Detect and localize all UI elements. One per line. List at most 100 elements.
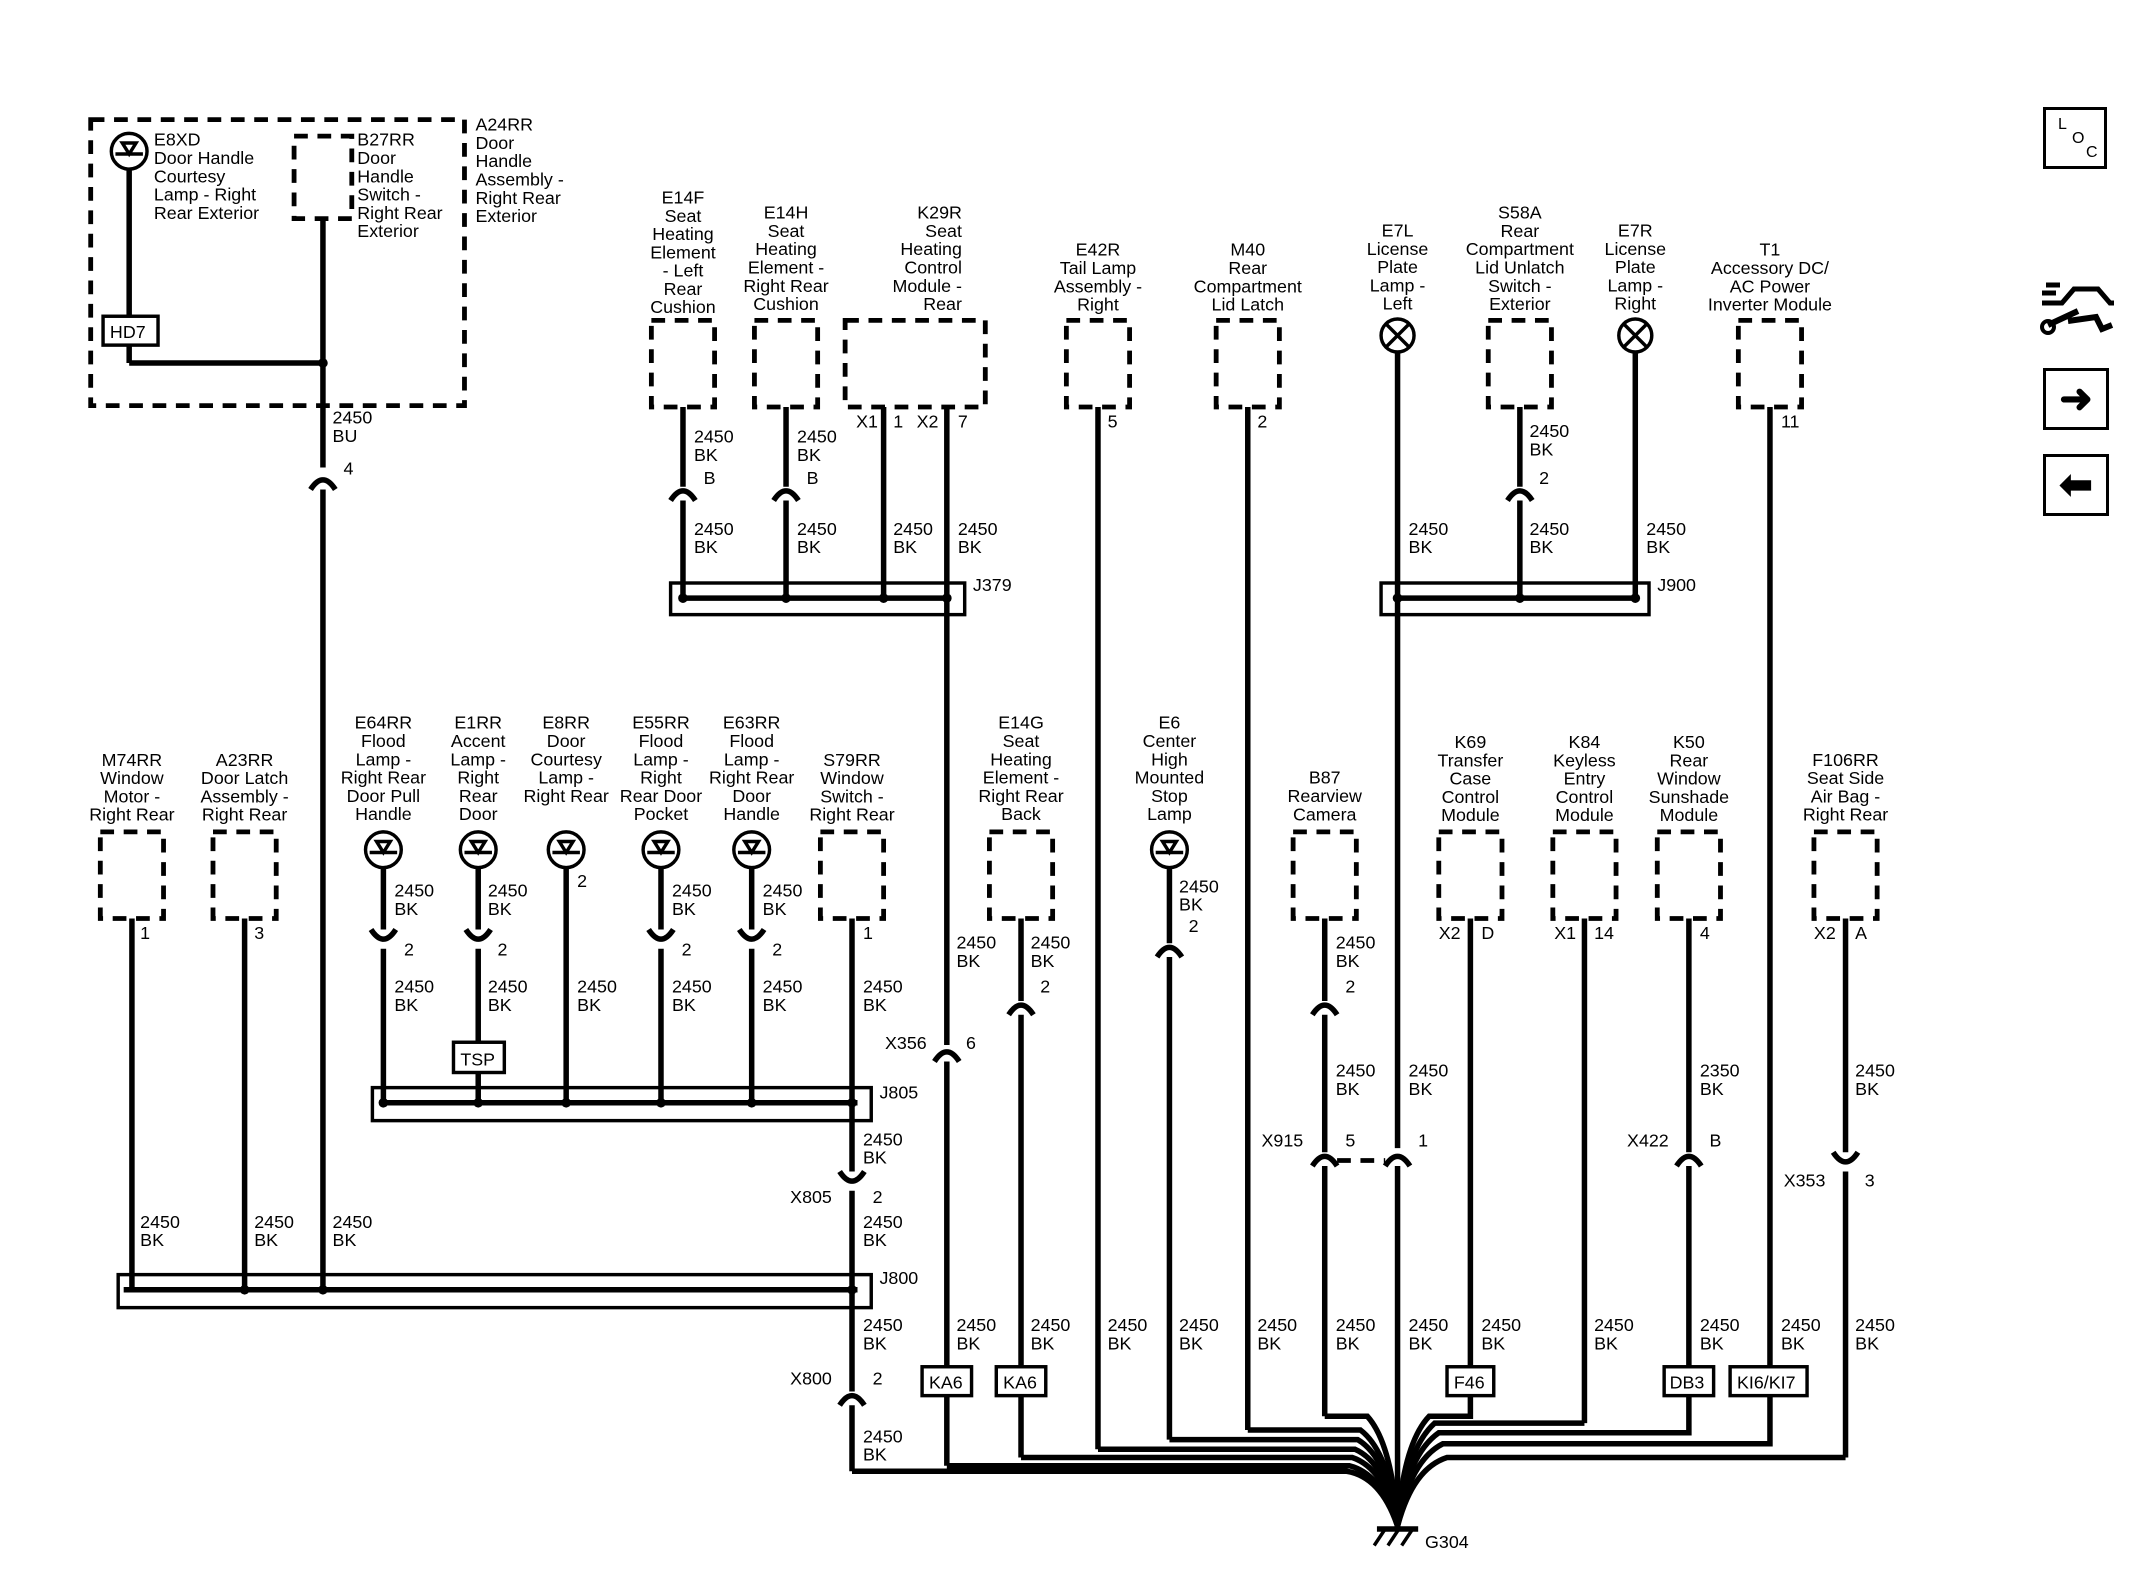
e55rr-label-line-5: Pocket [634,804,689,824]
loc-button[interactable]: L O C [2043,107,2107,169]
wire-number: 2450 [797,427,837,447]
b27rr-label-line-3: Switch - [357,185,421,205]
wire-color: BK [1781,1333,1805,1353]
splice-label: J379 [973,575,1012,595]
pin-label: 2 [1539,468,1549,488]
wire-number: 2450 [1700,1315,1740,1335]
k69-label-line-2: Case [1450,769,1492,789]
b27rr-label-line-5: Exterior [357,221,419,241]
wire-color: BK [1409,1333,1433,1353]
e6-label-line-1: Center [1143,731,1197,751]
k29r-label-line-4: Module - [892,276,962,296]
connector-label: X800 [790,1369,832,1389]
f106rr-label-line-1: Seat Side [1807,768,1884,788]
m40-label-line-0: M40 [1230,240,1265,260]
e14h-label-line-5: Cushion [753,294,819,314]
s79rr-label-line-3: Right Rear [809,805,894,825]
wire-color: BK [863,1333,887,1353]
wire-color: BK [1409,1079,1433,1099]
pin-label: 4 [344,458,354,478]
wire-number: 2450 [1336,1061,1376,1081]
connector-label: X422 [1627,1131,1669,1151]
pin-label: 2 [404,940,414,960]
s58a-label-line-0: S58A [1498,203,1542,223]
b87-label-line-2: Camera [1293,804,1357,824]
e6-label-line-0: E6 [1159,713,1181,733]
pin-label: 1 [140,923,150,943]
e8rr-label-line-2: Courtesy [530,749,602,769]
wire-number: 2450 [1594,1315,1634,1335]
a24rr-label-line-2: Handle [475,151,532,171]
wire-number: 2450 [1409,1061,1449,1081]
ka6a-label: KA6 [929,1373,963,1393]
e63rr-label-line-2: Lamp - [724,749,780,769]
seat-heating-ground: KA6 [920,1049,974,1466]
t1-label-line-1: Accessory DC/ [1711,258,1829,278]
e14h-label-line-4: Right Rear [743,276,828,296]
e7l-label-line-4: Left [1383,294,1413,314]
pin-label: X1 [856,412,878,432]
k69-label-line-1: Transfer [1437,750,1503,770]
m74rr-label-line-1: Window [100,768,164,788]
connector-label: X915 [1262,1131,1304,1151]
db3-label: DB3 [1670,1373,1705,1393]
e14h-label-line-3: Element - [748,257,824,277]
previous-page-button[interactable]: ⬅ [2043,454,2109,516]
e55rr-label-line-1: Flood [639,731,684,751]
wire-number: 2450 [694,427,734,447]
e7r-label-line-1: License [1605,239,1667,259]
wire-color: BK [1336,951,1360,971]
door-handle-assembly: HD7 [88,117,467,468]
wire-color: BK [254,1230,278,1250]
next-page-button[interactable]: ➜ [2043,368,2109,430]
s79rr-label-line-2: Switch - [820,786,884,806]
wire-number: 2450 [863,1212,903,1232]
wire-number: 2450 [1409,519,1449,539]
pin-label: B [1709,1131,1721,1151]
m74rr-label-line-3: Right Rear [89,805,174,825]
wire-number: 2450 [863,977,903,997]
k69-label-line-0: K69 [1455,732,1487,752]
k50-label-line-4: Module [1660,805,1719,825]
car-wrench-icon [2040,282,2114,335]
wire-color: BK [763,899,787,919]
wire-number: 2450 [1481,1315,1521,1335]
k84-label-line-0: K84 [1569,732,1601,752]
e8rr-label-line-0: E8RR [542,713,590,733]
wire-number: 2450 [1855,1061,1895,1081]
e14g-label-line-2: Heating [990,749,1052,769]
b27rr-label-line-4: Right Rear [357,203,442,223]
wire-color: BK [956,951,980,971]
e63rr-label-line-0: E63RR [723,713,781,733]
e6-label-line-2: High [1151,749,1188,769]
wire-number: 2450 [1336,933,1376,953]
wire-color: BK [958,537,982,557]
e63rr-label-line-1: Flood [729,731,774,751]
e42r-label-line-0: E42R [1076,240,1121,260]
k50-label-line-3: Sunshade [1649,787,1729,807]
pin-label: 2 [577,871,587,891]
pin-label: 2 [772,940,782,960]
wire-color: BK [1409,537,1433,557]
pin-label: 2 [497,940,507,960]
b87-label-line-0: B87 [1309,768,1341,788]
b27rr-label-line-1: Door [357,148,396,168]
e14h-label-line-1: Seat [768,221,805,241]
pin-label: X2 [1439,923,1461,943]
wire-color: BK [1529,440,1553,460]
wire-color: BK [694,537,718,557]
k29r-label-line-1: Seat [925,221,962,241]
wire-number: 2450 [1529,519,1569,539]
wire-color: BK [488,899,512,919]
k50-label-line-1: Rear [1670,750,1709,770]
e8xd-label-line-3: Lamp - Right [154,185,256,205]
diagnostic-tools-icon[interactable] [2038,275,2118,345]
splice-label: J900 [1657,575,1696,595]
e14g-label-line-5: Back [1001,804,1041,824]
e14f-label-line-6: Cushion [650,297,716,317]
wire-color: BK [577,995,601,1015]
e8xd-label-line-0: E8XD [154,130,201,150]
